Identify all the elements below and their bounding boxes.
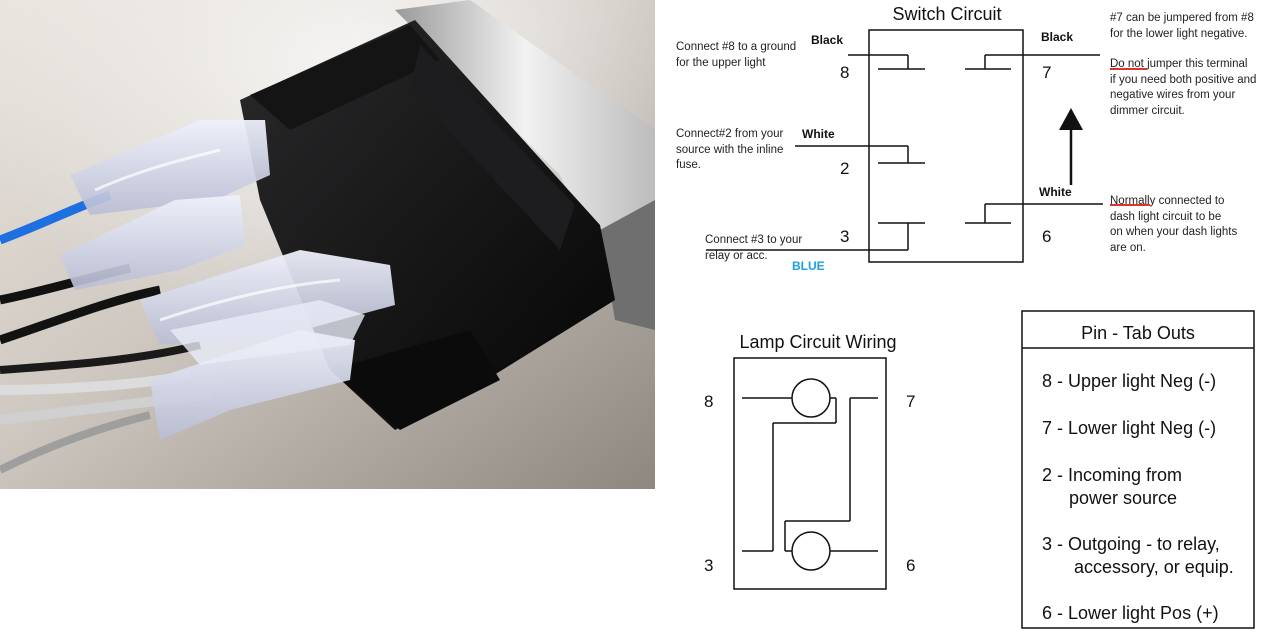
note-pin-6-emphasis: Normally — [1110, 195, 1156, 207]
wire-label-blue: BLUE — [792, 259, 825, 273]
pin-table-row-3-line-1: 3 - Outgoing - to relay, — [1042, 534, 1220, 554]
pin-table-row-8: 8 - Upper light Neg (-) — [1042, 371, 1216, 391]
switch-pin-6: 6 — [1042, 227, 1051, 246]
lamp-pin-8: 8 — [704, 392, 713, 411]
switch-circuit-title: Switch Circuit — [892, 4, 1001, 24]
note-pin-8-line-2: for the upper light — [676, 57, 766, 69]
lamp-pin-6: 6 — [906, 556, 915, 575]
note-pin-6-line-3: on when your dash lights — [1110, 226, 1237, 238]
wire-label-white-left: White — [802, 127, 835, 141]
note-pin-7-warning-line-1: Do not jumper this terminal — [1110, 58, 1247, 70]
switch-photo — [0, 0, 655, 489]
note-pin-7-line-1: #7 can be jumpered from #8 — [1110, 12, 1254, 24]
note-pin-8-line-1: Connect #8 to a ground — [676, 41, 796, 53]
note-pin-6-line-4: are on. — [1110, 242, 1146, 254]
pin-table-row-2-line-1: 2 - Incoming from — [1042, 465, 1182, 485]
note-pin-6-line-1: Normally connected to — [1110, 195, 1224, 207]
upper-lamp-icon — [791, 378, 831, 418]
pin-table — [1021, 310, 1255, 629]
pin-table-row-6: 6 - Lower light Pos (+) — [1042, 603, 1219, 623]
note-pin-7-line-2: for the lower light negative. — [1110, 28, 1247, 40]
up-arrow-icon — [1059, 108, 1083, 130]
note-pin-6-line-2: dash light circuit to be — [1110, 211, 1221, 223]
wiring-diagram: Switch Circuit Black Black White White B… — [676, 4, 1256, 629]
switch-pin-3: 3 — [840, 227, 849, 246]
note-pin-2-line-2: source with the inline — [676, 144, 783, 156]
switch-pin-2: 2 — [840, 159, 849, 178]
wire-label-white-right: White — [1039, 185, 1072, 199]
note-pin-7-warning-line-2: if you need both positive and — [1110, 74, 1256, 86]
lamp-circuit-box — [733, 357, 887, 590]
note-pin-7-warning-line-3: negative wires from your — [1110, 89, 1235, 101]
note-pin-3-line-2: relay or acc. — [705, 250, 768, 262]
pin-table-title: Pin - Tab Outs — [1081, 323, 1195, 343]
lamp-pin-7: 7 — [906, 392, 915, 411]
note-pin-2-line-3: fuse. — [676, 159, 701, 171]
note-pin-7-warning-line-4: dimmer circuit. — [1110, 105, 1185, 117]
lower-lamp-icon — [791, 531, 831, 571]
note-pin-7-warning-rest: jumper this terminal — [1144, 58, 1248, 70]
note-pin-2-line-1: Connect#2 from your — [676, 128, 784, 140]
lamp-circuit-title: Lamp Circuit Wiring — [739, 332, 896, 352]
pin-table-row-7: 7 - Lower light Neg (-) — [1042, 418, 1216, 438]
lamp-pin-3: 3 — [704, 556, 713, 575]
switch-pin-8: 8 — [840, 63, 849, 82]
note-pin-7-warning-emphasis: Do not — [1110, 58, 1145, 70]
note-pin-3-line-1: Connect #3 to your — [705, 234, 802, 246]
wire-label-black-right: Black — [1041, 30, 1073, 44]
switch-pin-7: 7 — [1042, 63, 1051, 82]
note-pin-6-rest: connected to — [1155, 195, 1224, 207]
pin-table-row-2-line-2: power source — [1069, 488, 1177, 508]
wire-label-black-left: Black — [811, 33, 843, 47]
pin-table-row-3-line-2: accessory, or equip. — [1074, 557, 1234, 577]
